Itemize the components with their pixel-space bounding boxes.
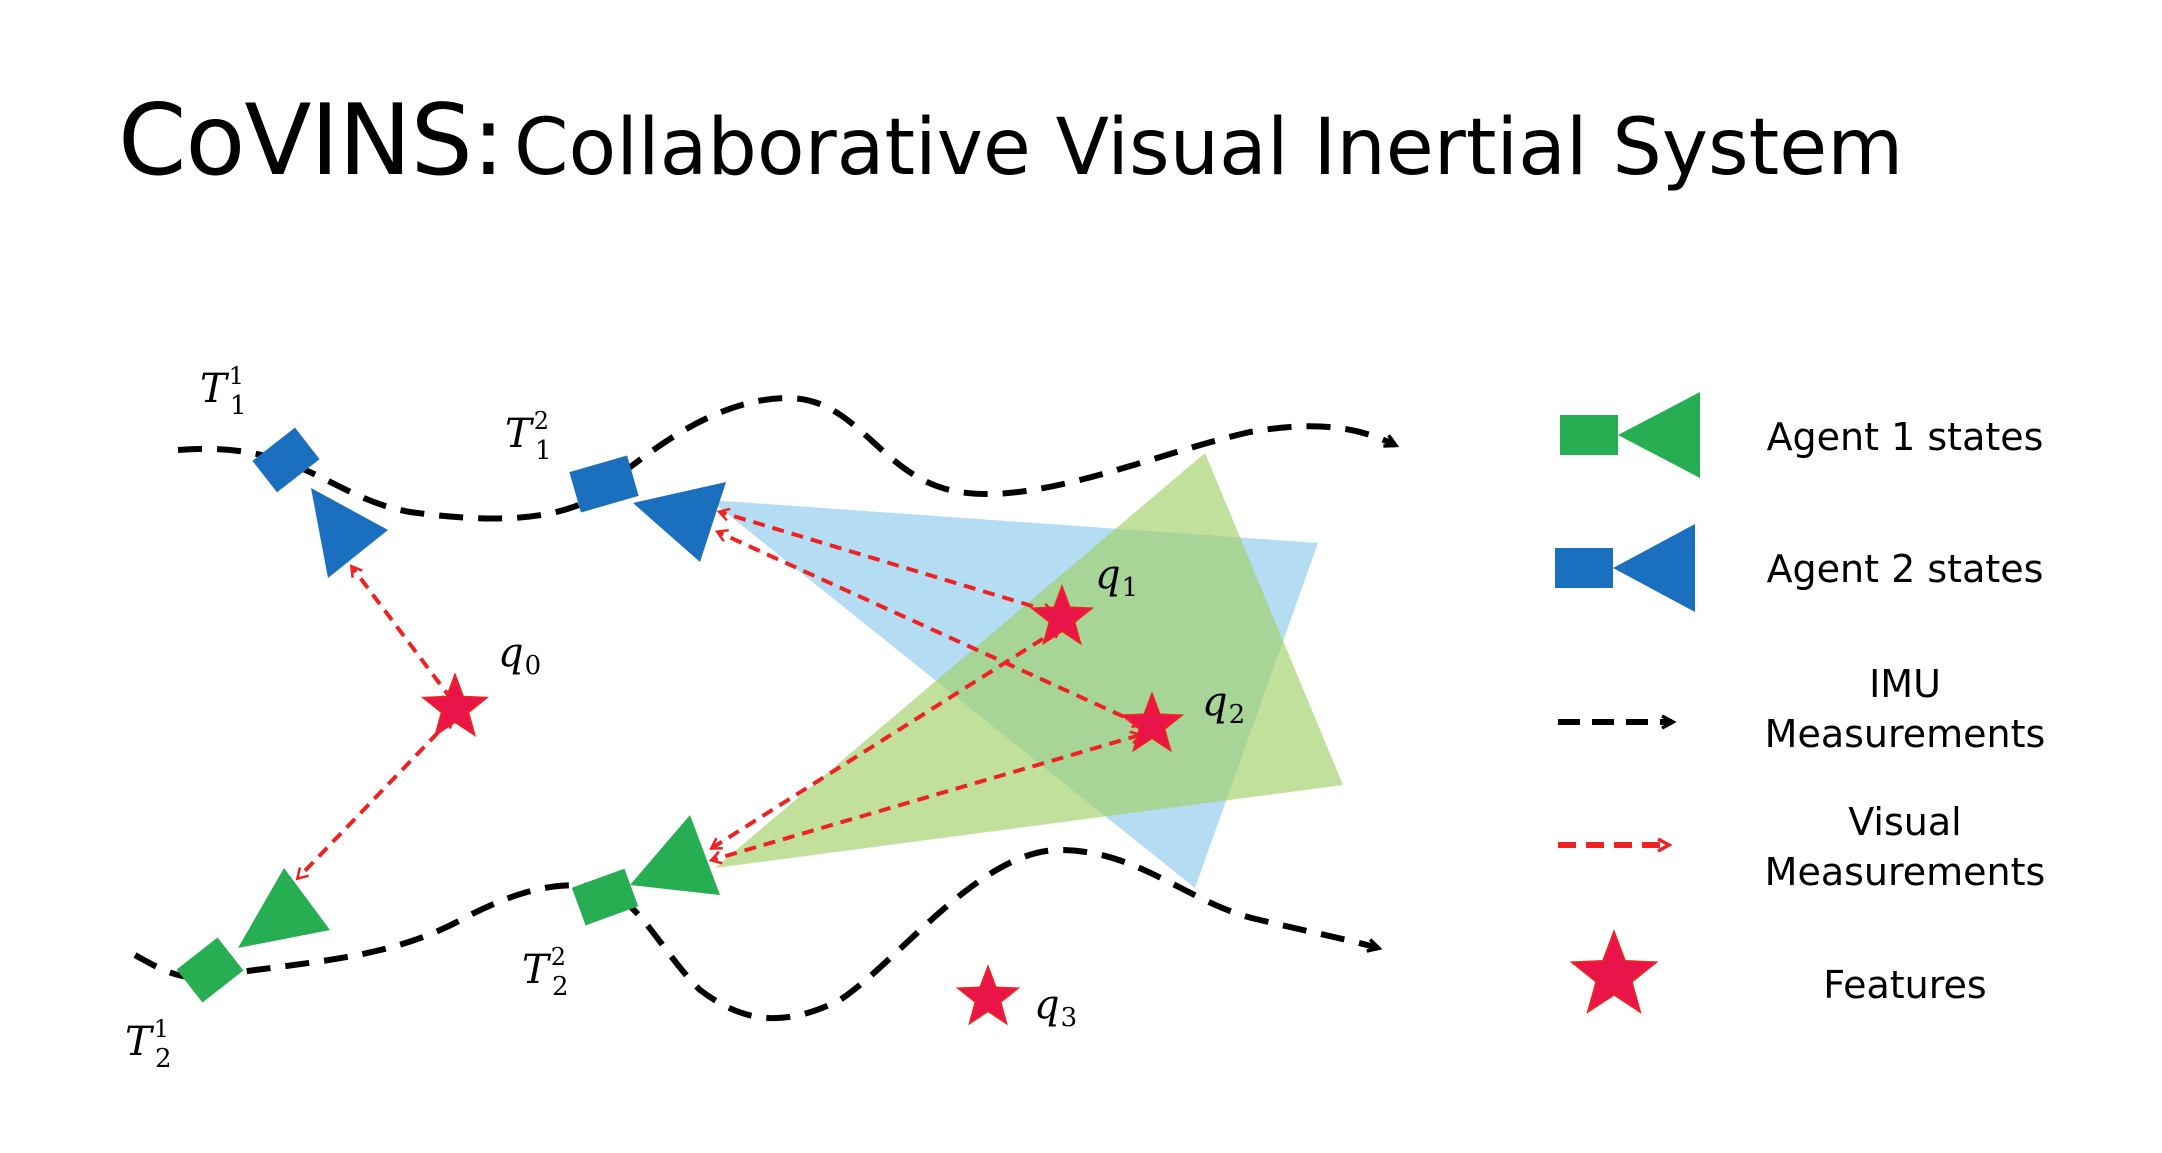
agent1-state-t22 (571, 815, 720, 926)
legend-feature-star-icon (1569, 929, 1659, 1014)
legend-agent2-label: Agent 2 states (1767, 547, 2044, 591)
feature-star-q2 (1119, 691, 1185, 753)
agent2-state-t11 (252, 427, 388, 578)
legend-features-label: Features (1823, 963, 1986, 1007)
visual-meas-q0-t11 (352, 567, 452, 700)
legend-imu-label-line2: Measurements (1765, 712, 2046, 756)
label-q2: q2 (1202, 679, 1245, 730)
page-title: CoVINS: Collaborative Visual Inertial Sy… (118, 92, 1903, 190)
feature-star-q1 (1029, 584, 1095, 646)
title-main: CoVINS: (118, 84, 505, 198)
legend-visual-label-line2: Measurements (1765, 850, 2046, 894)
legend-agent1-icon (1560, 392, 1700, 478)
label-q1: q1 (1095, 552, 1138, 603)
agent2-state-t12 (569, 455, 726, 562)
legend: Agent 1 states Agent 2 states IMU Measur… (1555, 392, 2046, 1014)
imu-trajectory-agent2 (177, 394, 1395, 522)
visual-measurements (298, 512, 1142, 878)
title-sub: Collaborative Visual Inertial System (514, 103, 1904, 193)
feature-stars (420, 584, 1185, 1026)
feature-star-q3 (955, 964, 1021, 1026)
visual-meas-q2-t12 (718, 532, 1142, 725)
legend-imu-label-line1: IMU (1869, 662, 1941, 706)
label-q3: q3 (1034, 982, 1077, 1033)
imu-trajectory-agent1 (133, 846, 1378, 1022)
visual-meas-q1-t12 (720, 512, 1052, 612)
legend-visual-label-line1: Visual (1848, 800, 1961, 844)
label-q0: q0 (498, 630, 541, 681)
legend-agent2-icon (1555, 524, 1695, 612)
visual-meas-q2-t22 (712, 735, 1140, 860)
feature-star-q0 (420, 672, 490, 738)
visual-meas-q0-t21 (298, 718, 452, 878)
agent1-state-t21 (176, 868, 330, 1003)
legend-agent1-label: Agent 1 states (1767, 415, 2044, 459)
